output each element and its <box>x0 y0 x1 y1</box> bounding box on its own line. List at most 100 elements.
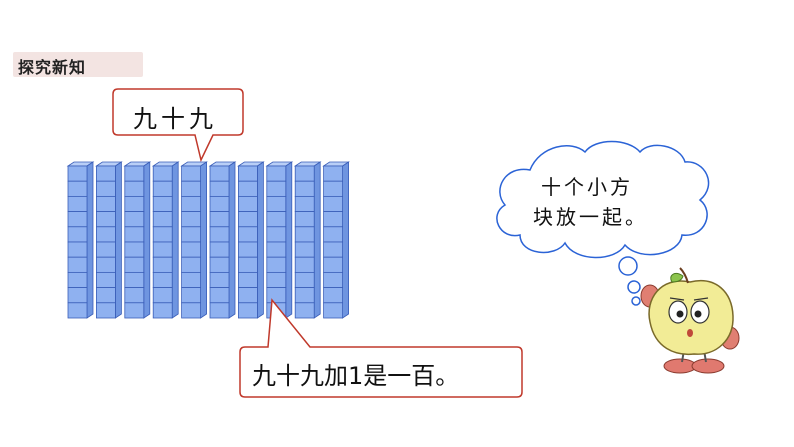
unit-cube <box>124 302 145 319</box>
section-tag <box>13 52 143 77</box>
unit-cube <box>294 271 315 288</box>
thought-dot-small <box>631 296 641 306</box>
unit-cube <box>294 241 315 258</box>
unit-cube <box>209 241 230 258</box>
unit-cube <box>124 271 145 288</box>
rod-side-face <box>143 161 151 319</box>
unit-cube <box>323 211 344 228</box>
unit-cube <box>181 287 202 304</box>
unit-cube <box>209 226 230 243</box>
rod-side-face <box>285 161 293 319</box>
rod-side-face <box>228 161 236 319</box>
unit-cube <box>152 271 173 288</box>
rod-8 <box>265 161 294 319</box>
rod-side-face <box>115 161 122 319</box>
unit-cube <box>266 226 287 243</box>
rod-side-face <box>256 161 264 319</box>
unit-cube <box>237 180 258 197</box>
unit-cube <box>67 287 88 304</box>
top-callout-label: 九十九 <box>133 105 217 133</box>
bottom-callout-label: 九十九加1是一百。 <box>252 362 460 390</box>
unit-cube <box>209 302 230 319</box>
unit-cube <box>266 180 287 197</box>
unit-cube <box>96 195 116 212</box>
unit-cube <box>181 211 202 228</box>
unit-cube <box>323 271 344 288</box>
unit-cube <box>266 195 287 212</box>
unit-cube <box>124 287 145 304</box>
unit-cube <box>152 211 173 228</box>
rod-side-face <box>171 161 179 319</box>
unit-cube <box>67 165 88 182</box>
rod-9 <box>293 161 322 319</box>
rod-side-face <box>342 161 350 319</box>
unit-cube <box>181 195 202 212</box>
unit-cube <box>67 302 88 319</box>
rod-side-face <box>86 161 94 319</box>
unit-cube <box>266 256 287 273</box>
unit-cube <box>237 271 258 288</box>
unit-cube <box>152 302 173 319</box>
unit-cube <box>294 256 315 273</box>
unit-cube <box>323 195 344 212</box>
unit-cube <box>266 287 287 304</box>
unit-cube <box>323 287 344 304</box>
unit-cube <box>96 165 116 182</box>
rod-6 <box>208 161 237 319</box>
thought-dot-medium <box>627 280 641 294</box>
unit-cube <box>323 226 344 243</box>
unit-cube <box>181 271 202 288</box>
unit-cube <box>266 271 287 288</box>
unit-cube <box>67 241 88 258</box>
unit-cube <box>124 180 145 197</box>
unit-cube <box>294 211 315 228</box>
rods-group <box>66 161 350 319</box>
unit-cube <box>152 165 173 182</box>
unit-cube <box>124 195 145 212</box>
unit-cube <box>96 271 116 288</box>
unit-cube <box>67 256 88 273</box>
thought-line-1: 十个小方 <box>541 175 633 199</box>
unit-cube <box>96 180 116 197</box>
unit-cube <box>67 180 88 197</box>
unit-cube <box>237 256 258 273</box>
unit-cube <box>181 241 202 258</box>
unit-cube <box>152 195 173 212</box>
unit-cube <box>209 256 230 273</box>
unit-cube <box>294 165 315 182</box>
unit-cube <box>237 241 258 258</box>
unit-cube <box>96 302 116 319</box>
unit-cube <box>152 256 173 273</box>
unit-cube <box>181 256 202 273</box>
bottom-callout-bubble <box>239 298 523 398</box>
unit-cube <box>237 287 258 304</box>
unit-cube <box>323 180 344 197</box>
unit-cube <box>294 226 315 243</box>
unit-cube <box>181 180 202 197</box>
unit-cube <box>237 302 258 319</box>
rod-side-face <box>313 161 321 319</box>
unit-cube <box>237 211 258 228</box>
rod-5 <box>180 161 208 319</box>
rod-4 <box>151 161 180 319</box>
unit-cube <box>209 271 230 288</box>
unit-cube <box>124 256 145 273</box>
unit-cube <box>323 165 344 182</box>
rod-side-face <box>200 161 208 319</box>
unit-cube <box>152 241 173 258</box>
unit-cube <box>96 287 116 304</box>
unit-cube <box>323 302 344 319</box>
unit-cube <box>294 287 315 304</box>
rod-3 <box>123 161 152 319</box>
unit-cube <box>181 226 202 243</box>
unit-cube <box>266 211 287 228</box>
unit-cube <box>96 256 116 273</box>
thought-dot-large <box>618 256 638 276</box>
unit-cube <box>209 195 230 212</box>
unit-cube <box>67 195 88 212</box>
unit-cube <box>323 241 344 258</box>
rod-7 <box>237 161 265 319</box>
rod-1 <box>66 161 95 319</box>
unit-cube <box>294 180 315 197</box>
